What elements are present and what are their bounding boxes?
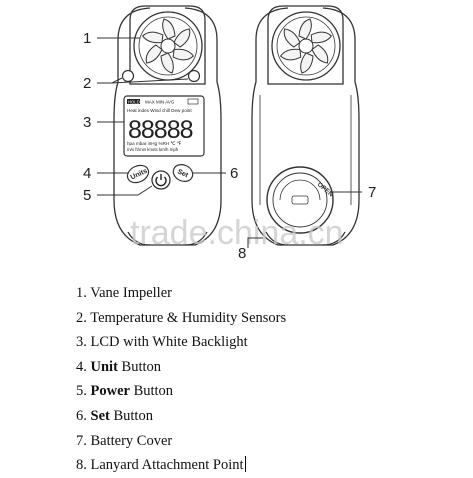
front-lower-cutouts: [127, 231, 208, 246]
back-view: [251, 5, 360, 246]
legend-num: 8.: [76, 457, 87, 474]
lcd-unit-row2: m/s ft/min knots km/h mph: [127, 147, 179, 152]
callout-4: 4: [83, 165, 91, 182]
legend-num: 4.: [76, 358, 87, 375]
front-outer-frame: [117, 7, 218, 82]
legend-text: Lanyard Attachment Point: [90, 457, 244, 474]
legend-num: 6.: [76, 407, 87, 424]
legend-item-lcd: 3. LCD with White Backlight: [76, 330, 286, 355]
legend-text: Vane Impeller: [90, 285, 172, 301]
legend-bold: Unit: [90, 358, 118, 375]
legend-num: 1.: [76, 285, 87, 301]
legend-num: 5.: [76, 383, 87, 400]
vane-impeller: [133, 11, 203, 81]
units-button[interactable]: Units: [125, 162, 152, 186]
legend-num: 7.: [76, 432, 87, 449]
back-impeller: [271, 11, 341, 81]
callout-2: 2: [83, 75, 91, 92]
front-view: [113, 5, 222, 246]
callout-3: 3: [83, 114, 91, 131]
parts-legend: 1. Vane Impeller 2. Temperature & Humidi…: [76, 281, 286, 478]
legend-text: Temperature & Humidity Sensors: [90, 309, 287, 326]
callout-1: 1: [83, 30, 91, 47]
legend-item-battery-cover: 7. Battery Cover: [76, 429, 286, 454]
front-top-housing: [129, 5, 206, 85]
callout-6: 6: [230, 165, 238, 182]
callout-lines: [97, 37, 362, 248]
sensor-left: [121, 69, 135, 83]
lcd-digits: 88888: [128, 116, 193, 144]
legend-item-set-button: 6. Set Button: [76, 404, 286, 429]
callout-8: 8: [238, 245, 246, 262]
legend-item-sensors: 2. Temperature & Humidity Sensors: [76, 306, 286, 331]
anemometer-diagram: HOLD MAX MIN AVG Heat index Wind chill D…: [83, 5, 376, 262]
legend-text: Battery Cover: [90, 432, 173, 449]
text-cursor: [244, 456, 246, 473]
front-body: [113, 81, 222, 246]
power-icon: [155, 176, 167, 187]
battery-icon: [187, 98, 199, 105]
legend-bold: Set: [90, 407, 110, 424]
lcd-display: HOLD MAX MIN AVG Heat index Wind chill D…: [123, 95, 205, 157]
sensor-right: [187, 69, 201, 83]
legend-num: 3.: [76, 334, 87, 351]
legend-item-power-button: 5. Power Button: [76, 379, 286, 404]
legend-text: Button: [109, 407, 153, 424]
legend-text: Button: [117, 358, 162, 375]
set-button[interactable]: Set: [171, 162, 196, 185]
legend-text: Button: [129, 383, 174, 400]
callout-7: 7: [368, 184, 376, 201]
lcd-row-labels: Heat index Wind chill Dew point: [127, 108, 192, 113]
callout-5: 5: [83, 187, 91, 204]
lcd-hold-text: HOLD: [128, 99, 140, 104]
legend-item-vane-impeller: 1. Vane Impeller: [76, 281, 286, 306]
legend-text: LCD with White Backlight: [90, 334, 248, 351]
legend-bold: Power: [90, 383, 130, 400]
legend-num: 2.: [76, 309, 87, 326]
legend-item-lanyard-point: 8. Lanyard Attachment Point: [76, 453, 286, 478]
set-button-label: Set: [176, 168, 189, 179]
lcd-hold-badge: [127, 99, 140, 104]
watermark: trade.china.cn: [130, 214, 344, 252]
lcd-unit-row1: hpa mbar inHg %RH ℃ ℉: [127, 141, 182, 146]
battery-cover[interactable]: OPEN: [266, 166, 335, 234]
power-button[interactable]: [151, 170, 171, 190]
lcd-modes: MAX MIN AVG: [145, 100, 175, 105]
legend-item-unit-button: 4. Unit Button: [76, 355, 286, 380]
